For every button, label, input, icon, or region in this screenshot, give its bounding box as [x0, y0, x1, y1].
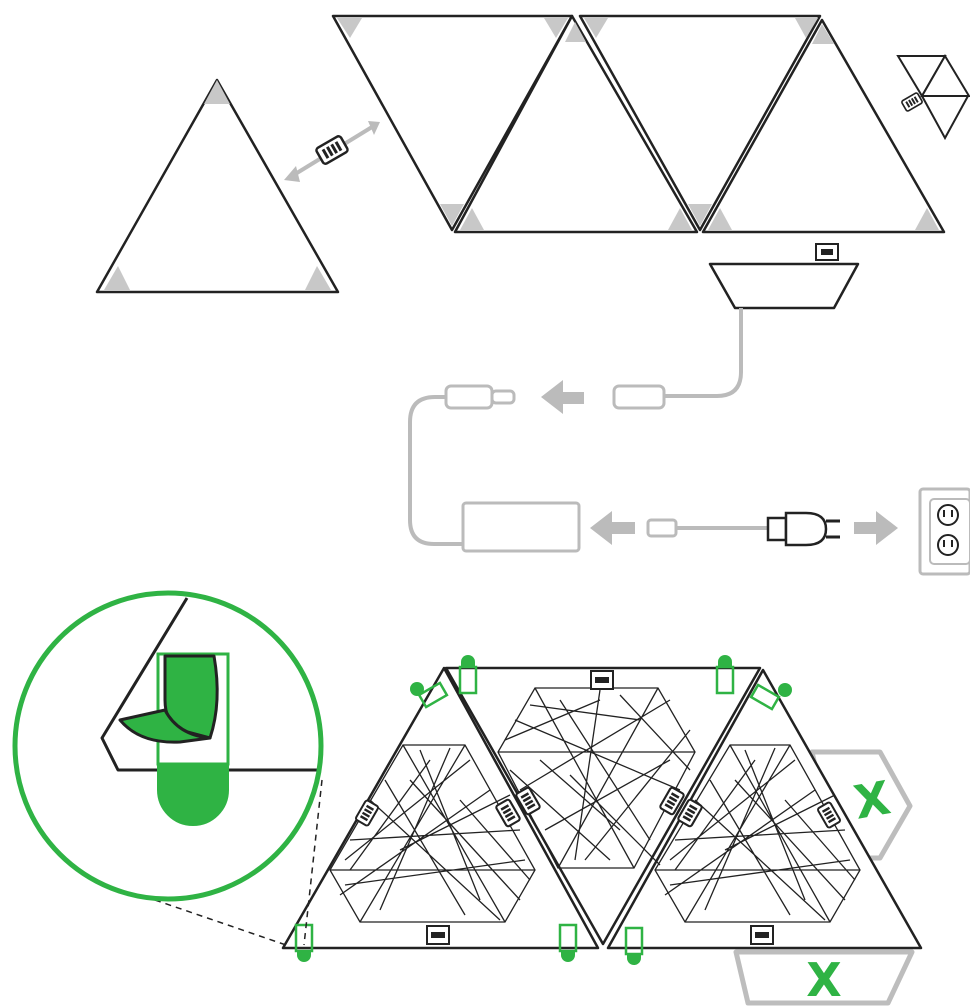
power-adapter [461, 501, 581, 553]
power-wiring [408, 308, 970, 576]
mounting-tape-icon [417, 681, 449, 709]
controller [708, 243, 860, 310]
callout-leader [303, 779, 323, 946]
power-plug-icon [766, 511, 840, 547]
diffuser-pattern [329, 687, 861, 923]
light-panel [331, 14, 574, 232]
light-panel [578, 14, 822, 232]
panel-corner [305, 266, 331, 290]
arrow-left-icon [284, 166, 300, 182]
light-panel [453, 14, 699, 234]
arrow-right-icon [368, 121, 380, 135]
cable-connector [444, 384, 494, 410]
linker-icon [900, 91, 924, 113]
zoom-circle-border [12, 590, 324, 902]
wrong-placement-bottom [733, 949, 915, 1006]
callout-leader [154, 899, 287, 946]
linker-connection [284, 121, 380, 182]
mounting-tape-tab [157, 763, 229, 826]
controller-port-icon [590, 670, 614, 690]
wall-outlet-icon [918, 487, 970, 576]
panel-corner [204, 80, 230, 104]
controller-port-icon [750, 925, 774, 945]
mounted-panels [281, 666, 923, 950]
controller-attach-icon [896, 54, 970, 141]
arrow-left-icon [590, 511, 635, 545]
panel-corner [104, 266, 130, 290]
zoom-callout [12, 590, 324, 946]
mounting-tape-icon [749, 683, 781, 711]
mounting-layout: X X [281, 655, 923, 1006]
mounting-tape-tabs [297, 655, 792, 965]
cable-connector [612, 384, 666, 410]
arrow-left-icon [541, 380, 584, 414]
light-panel-single [95, 78, 340, 294]
x-mark-icon: X [850, 770, 894, 829]
controller-port-icon [426, 925, 450, 945]
light-panel [701, 18, 946, 234]
x-mark-icon: X [806, 953, 841, 1006]
panel-corners [337, 18, 939, 230]
panel-row [331, 14, 946, 234]
arrow-right-icon [854, 511, 898, 545]
top-layout [95, 14, 970, 310]
